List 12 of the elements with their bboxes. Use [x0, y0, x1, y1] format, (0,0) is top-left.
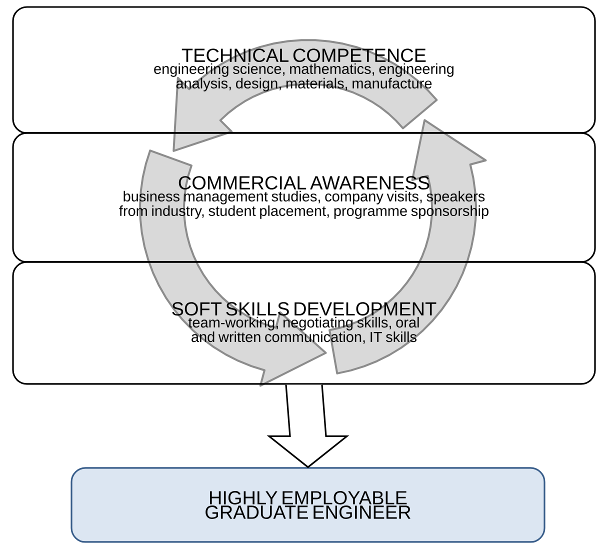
block-arrow — [266, 384, 350, 468]
box-heading: SOFT SKILLS DEVELOPMENT — [172, 302, 436, 316]
box-text: engineering science, mathematics, engineering analysis, design, materials, manufacture — [154, 63, 454, 92]
process-box — [70, 467, 546, 543]
process-box — [12, 261, 596, 385]
process-box — [12, 6, 596, 134]
box-heading: TECHNICAL COMPETENCE — [182, 48, 426, 62]
box-text: business management studies, company visits, speakers from industry, student placement, programme sponsorship — [119, 190, 488, 219]
process-box — [12, 132, 596, 263]
box-heading: COMMERCIAL AWARENESS — [178, 176, 430, 190]
box-heading: HIGHLY EMPLOYABLE GRADUATE ENGINEER — [206, 491, 410, 519]
box-text: team-working, negotiating skills, oral and written communication, IT skills — [188, 316, 419, 344]
